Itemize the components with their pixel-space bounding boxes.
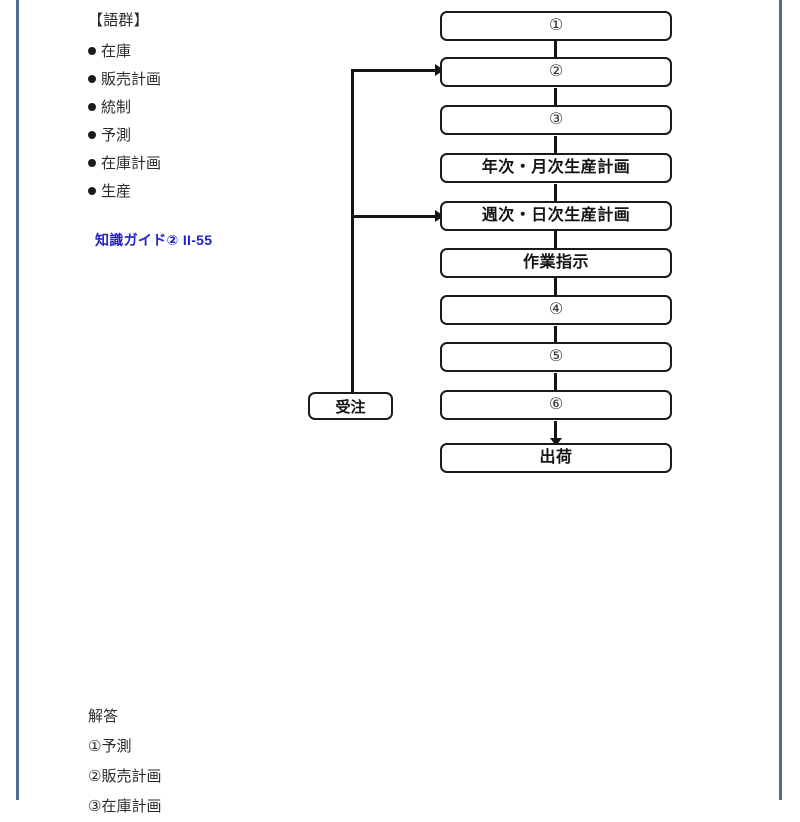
flow-node-4[interactable]: ④	[440, 295, 672, 325]
flow-node-shipment[interactable]: 出荷	[440, 443, 672, 473]
flow-node-6[interactable]: ⑥	[440, 390, 672, 420]
flow-arrow	[549, 421, 562, 446]
feedback-arrow-to-node2	[351, 64, 444, 75]
bullet-icon	[88, 131, 96, 139]
flow-arrow	[549, 231, 562, 256]
list-item: 在庫	[88, 38, 318, 66]
flow-node-label: 受注	[335, 398, 366, 416]
flow-node-label: ②	[548, 63, 564, 80]
flow-node-label: 年次・月次生産計画	[481, 159, 631, 176]
guide-reference: 知識ガイド② II-55	[95, 232, 213, 248]
bullet-icon	[88, 159, 96, 167]
list-item: 販売計画	[88, 66, 318, 94]
flow-node-1[interactable]: ①	[440, 11, 672, 41]
page-border-right	[779, 0, 782, 800]
word-bank-item-label: 在庫	[101, 43, 132, 60]
answer-section-title: 解答	[88, 708, 119, 725]
flow-node-2[interactable]: ②	[440, 57, 672, 87]
flow-arrow	[549, 278, 562, 303]
flow-node-label: ③	[548, 111, 564, 128]
list-item: 予測	[88, 122, 318, 150]
list-item: 生産	[88, 178, 318, 206]
word-bank-list: 在庫 販売計画 統制 予測 在庫計画 生産	[88, 38, 318, 206]
answer-list: ①予測 ②販売計画 ③在庫計画	[88, 732, 388, 822]
feedback-rail-vertical	[351, 69, 354, 393]
feedback-arrow-to-weekly-daily-plan	[351, 210, 444, 221]
flow-node-label: 作業指示	[522, 254, 589, 271]
production-flow-diagram: ① ② ③ 年次・月次生産計画 週次・日次生産計画 作業指示 ④ ⑤ ⑥ 出荷 …	[308, 11, 672, 473]
flow-node-label: ⑤	[548, 348, 564, 365]
word-bank-item-label: 在庫計画	[101, 155, 162, 172]
flow-node-order-receipt[interactable]: 受注	[308, 392, 393, 420]
flow-node-label: ①	[548, 17, 564, 34]
flow-arrow	[549, 88, 562, 113]
flow-node-weekly-daily-plan[interactable]: 週次・日次生産計画	[440, 201, 672, 231]
list-item: ③在庫計画	[88, 798, 162, 815]
flow-node-work-instruction[interactable]: 作業指示	[440, 248, 672, 278]
flow-node-label: 週次・日次生産計画	[481, 207, 631, 224]
flow-arrow	[549, 136, 562, 161]
flow-node-label: ④	[548, 301, 564, 318]
list-item: 在庫計画	[88, 150, 318, 178]
flow-node-annual-monthly-plan[interactable]: 年次・月次生産計画	[440, 153, 672, 183]
word-bank-item-label: 生産	[101, 183, 132, 200]
word-bank-title: 【語群】	[88, 12, 149, 29]
flow-node-label: 出荷	[539, 449, 573, 466]
bullet-icon	[88, 47, 96, 55]
flow-node-label: ⑥	[548, 396, 564, 413]
word-bank: 【語群】 在庫 販売計画 統制 予測 在庫計画 生産	[88, 8, 318, 206]
flow-node-3[interactable]: ③	[440, 105, 672, 135]
word-bank-item-label: 統制	[101, 99, 132, 116]
bullet-icon	[88, 75, 96, 83]
page-border-left	[16, 0, 19, 800]
bullet-icon	[88, 187, 96, 195]
flow-arrow	[549, 373, 562, 398]
list-item: ①予測	[88, 738, 132, 755]
word-bank-item-label: 予測	[101, 127, 132, 144]
bullet-icon	[88, 103, 96, 111]
flow-node-5[interactable]: ⑤	[440, 342, 672, 372]
list-item: ②販売計画	[88, 768, 162, 785]
flow-arrow	[549, 184, 562, 209]
list-item: 統制	[88, 94, 318, 122]
answer-section: 解答 ①予測 ②販売計画 ③在庫計画	[88, 702, 388, 822]
word-bank-item-label: 販売計画	[101, 71, 162, 88]
